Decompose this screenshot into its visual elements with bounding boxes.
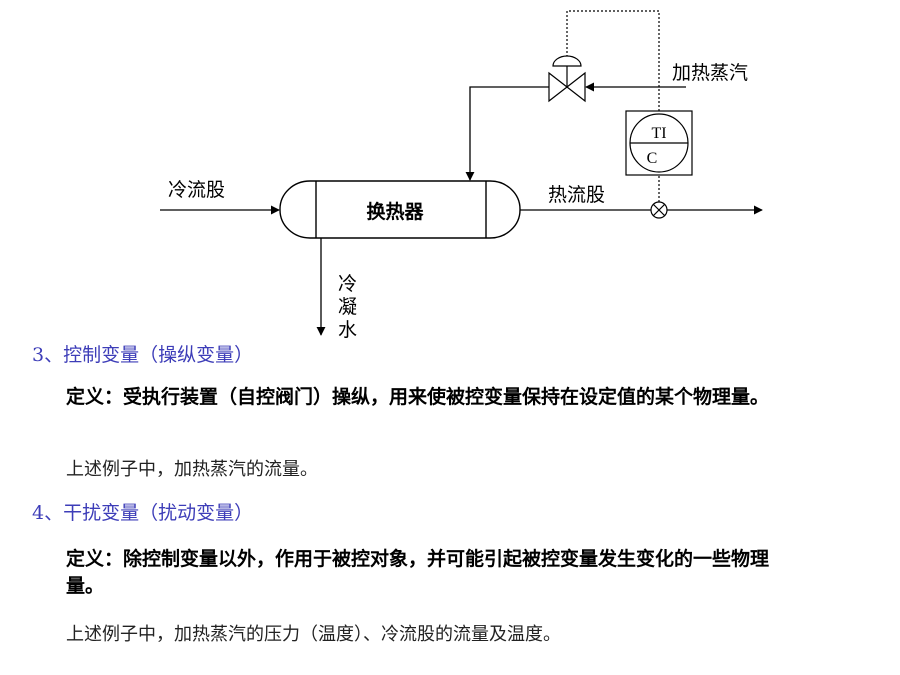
process-diagram: 冷流股 换热器 热流股 TI C 加热蒸汽 冷 凝 水 — [160, 10, 763, 341]
condensate-label-1: 冷 — [338, 273, 357, 295]
temperature-sensor-icon — [650, 201, 668, 219]
steam-line — [465, 86, 549, 181]
controller-bottom-label: C — [647, 150, 658, 167]
control-valve-icon — [548, 55, 586, 103]
section-4-heading: 4、干扰变量（扰动变量） — [32, 502, 254, 524]
cold-stream-label: 冷流股 — [168, 179, 225, 201]
heat-exchanger: 换热器 — [279, 180, 521, 239]
section-3-example: 上述例子中，加热蒸汽的流量。 — [66, 459, 318, 480]
temperature-controller: TI C — [625, 110, 693, 176]
condensate-label-3: 水 — [338, 319, 357, 341]
section-4-example: 上述例子中，加热蒸汽的压力（温度）、冷流股的流量及温度。 — [66, 624, 561, 645]
control-signal-line — [566, 10, 660, 111]
condensate-label-2: 凝 — [338, 296, 357, 318]
section-4-definition: 定义：除控制变量以外，作用于被控对象，并可能引起被控变量发生变化的一些物理量。 — [66, 548, 770, 597]
controller-top-label: TI — [651, 125, 666, 142]
steam-label: 加热蒸汽 — [672, 62, 748, 84]
section-3-definition: 定义：受执行装置（自控阀门）操纵，用来使被控变量保持在设定值的某个物理量。 — [66, 386, 770, 408]
heat-exchanger-label: 换热器 — [366, 200, 424, 223]
hot-stream-label: 热流股 — [548, 184, 605, 206]
section-3-heading: 3、控制变量（操纵变量） — [32, 344, 254, 366]
